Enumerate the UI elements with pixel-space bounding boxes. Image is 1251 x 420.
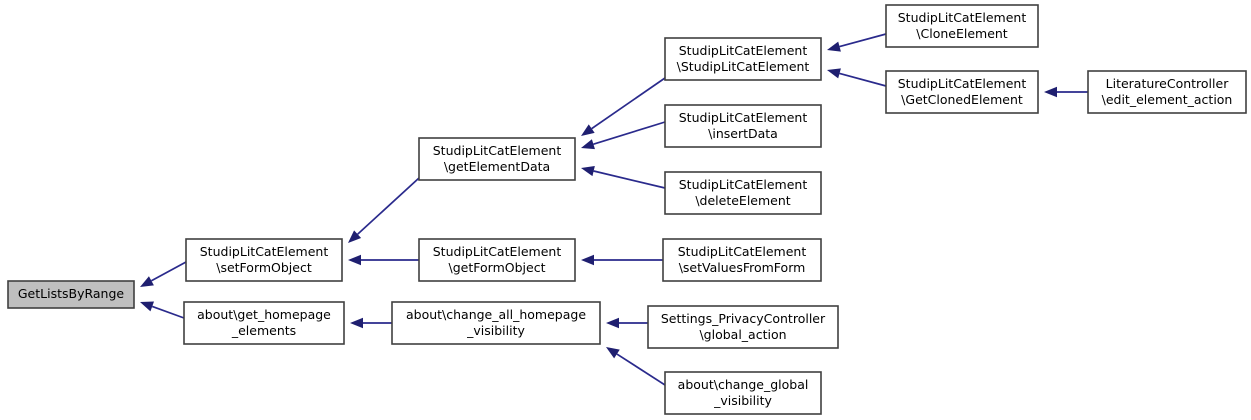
node-deleteelement[interactable]: StudipLitCatElement\deleteElement <box>664 171 822 215</box>
node-hitarea-edit_element_action[interactable] <box>1088 71 1246 113</box>
edge-deleteelement-to-getelementdata <box>581 165 666 189</box>
node-hitarea-cloneelement[interactable] <box>886 5 1038 47</box>
node-box-getlistsbyrange[interactable] <box>7 280 135 309</box>
node-box-change_all_homepage_visibility[interactable] <box>391 301 601 345</box>
node-box-getclonedelement[interactable] <box>885 70 1039 114</box>
nodes-layer: GetListsByRange StudipLitCatElement\setFo… <box>7 4 1247 415</box>
node-getlistsbyrange[interactable]: GetListsByRange <box>7 280 135 309</box>
node-edit_element_action[interactable]: LiteratureController\edit_element_action <box>1087 70 1247 114</box>
edge-constructor-to-getelementdata <box>581 77 666 136</box>
node-hitarea-deleteelement[interactable] <box>665 172 821 214</box>
node-hitarea-change_global_visibility[interactable] <box>665 372 821 414</box>
node-box-constructor[interactable] <box>664 37 822 81</box>
node-box-setformobject[interactable] <box>185 238 343 282</box>
node-hitarea-insertdata[interactable] <box>665 105 821 147</box>
node-box-deleteelement[interactable] <box>664 171 822 215</box>
edge-cloneelement-to-constructor <box>827 33 887 52</box>
edges-layer <box>140 33 1088 386</box>
node-box-get_homepage_elements[interactable] <box>183 301 345 345</box>
edge-change_global_visibility-to-change_all_homepage_visibility <box>606 347 666 386</box>
node-change_global_visibility[interactable]: about\change_global_visibility <box>664 371 822 415</box>
node-hitarea-getformobject[interactable] <box>419 239 575 281</box>
node-box-change_global_visibility[interactable] <box>664 371 822 415</box>
node-getclonedelement[interactable]: StudipLitCatElement\GetClonedElement <box>885 70 1039 114</box>
edge-getclonedelement-to-constructor <box>827 68 887 87</box>
edge-setvaluesfromform-to-getformobject <box>581 254 663 266</box>
edge-change_all_homepage_visibility-to-get_homepage_elements <box>350 317 392 329</box>
node-box-edit_element_action[interactable] <box>1087 70 1247 114</box>
node-constructor[interactable]: StudipLitCatElement\StudipLitCatElement <box>664 37 822 81</box>
node-cloneelement[interactable]: StudipLitCatElement\CloneElement <box>885 4 1039 48</box>
edge-edit_element_action-to-getclonedelement <box>1044 86 1088 98</box>
node-get_homepage_elements[interactable]: about\get_homepage_elements <box>183 301 345 345</box>
node-getformobject[interactable]: StudipLitCatElement\getFormObject <box>418 238 576 282</box>
node-box-cloneelement[interactable] <box>885 4 1039 48</box>
node-setformobject[interactable]: StudipLitCatElement\setFormObject <box>185 238 343 282</box>
node-box-global_action[interactable] <box>647 305 839 349</box>
node-box-getformobject[interactable] <box>418 238 576 282</box>
node-hitarea-global_action[interactable] <box>648 306 838 348</box>
edge-setformobject-to-getlistsbyrange <box>140 261 187 287</box>
node-hitarea-setformobject[interactable] <box>186 239 342 281</box>
edge-get_homepage_elements-to-getlistsbyrange <box>140 301 185 319</box>
node-hitarea-get_homepage_elements[interactable] <box>184 302 344 344</box>
node-global_action[interactable]: Settings_PrivacyController\global_action <box>647 305 839 349</box>
node-box-insertdata[interactable] <box>664 104 822 148</box>
node-hitarea-change_all_homepage_visibility[interactable] <box>392 302 600 344</box>
node-setvaluesfromform[interactable]: StudipLitCatElement\setValuesFromForm <box>662 238 822 282</box>
node-box-getelementdata[interactable] <box>418 137 576 181</box>
node-getelementdata[interactable]: StudipLitCatElement\getElementData <box>418 137 576 181</box>
node-hitarea-getclonedelement[interactable] <box>886 71 1038 113</box>
edge-insertdata-to-getelementdata <box>581 121 666 150</box>
edge-getelementdata-to-setformobject <box>348 177 420 243</box>
edge-global_action-to-change_all_homepage_visibility <box>606 317 648 329</box>
node-box-setvaluesfromform[interactable] <box>662 238 822 282</box>
edge-getformobject-to-setformobject <box>348 254 419 266</box>
node-hitarea-getelementdata[interactable] <box>419 138 575 180</box>
node-change_all_homepage_visibility[interactable]: about\change_all_homepage_visibility <box>391 301 601 345</box>
node-hitarea-constructor[interactable] <box>665 38 821 80</box>
node-hitarea-getlistsbyrange[interactable] <box>8 281 134 308</box>
node-hitarea-setvaluesfromform[interactable] <box>663 239 821 281</box>
node-insertdata[interactable]: StudipLitCatElement\insertData <box>664 104 822 148</box>
